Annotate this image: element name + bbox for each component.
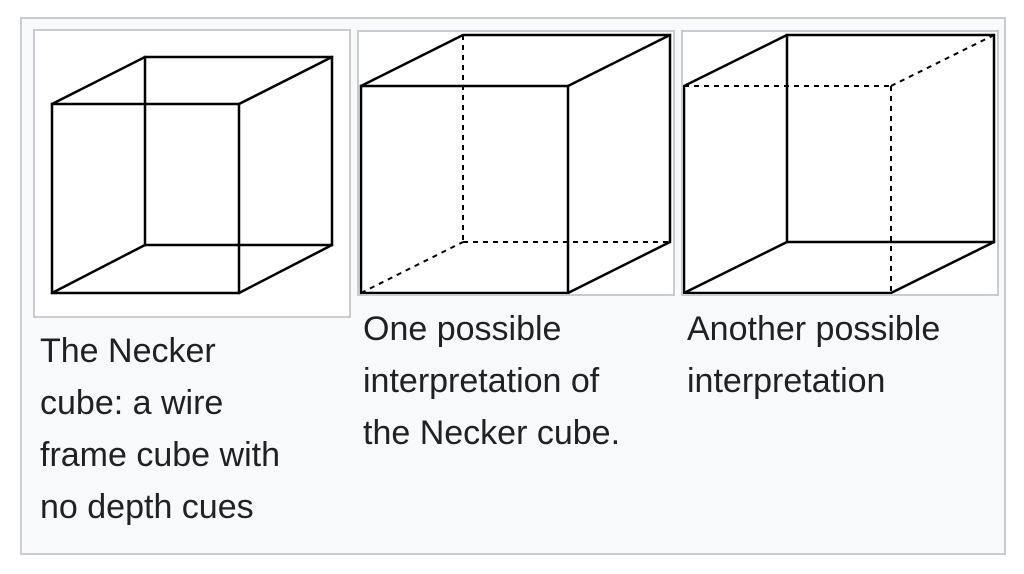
- edge-bottom-right: [237, 243, 334, 295]
- visible-back-edges: [359, 33, 672, 294]
- edge-bottom-left: [683, 240, 789, 294]
- hidden-edge-diagonal: [360, 241, 464, 294]
- hidden-edge-diagonal: [890, 34, 995, 87]
- edge-top-right: [566, 33, 672, 88]
- interpretation-one-thumbnail[interactable]: [357, 30, 675, 296]
- caption-interpretation-one: One possible interpretation of the Necke…: [363, 310, 621, 452]
- caption-necker-cube: The Necker cube: a wire frame cube with …: [40, 332, 280, 526]
- image-gallery: The Necker cube: a wire frame cube with …: [20, 17, 1006, 555]
- visible-back-edges: [683, 33, 996, 294]
- edge-bottom-left: [50, 243, 147, 295]
- edge-top-left: [50, 55, 147, 106]
- caption-interpretation-two: Another possible interpretation: [687, 310, 941, 400]
- interpretation-two-thumbnail[interactable]: [681, 30, 999, 296]
- interpretation-two-drawing: [683, 33, 996, 294]
- front-face: [359, 84, 570, 294]
- necker-cube-thumbnail[interactable]: [33, 29, 351, 318]
- edge-top-right: [237, 55, 334, 106]
- interpretation-one-drawing: [359, 33, 672, 294]
- necker-cube-drawing: [50, 55, 334, 295]
